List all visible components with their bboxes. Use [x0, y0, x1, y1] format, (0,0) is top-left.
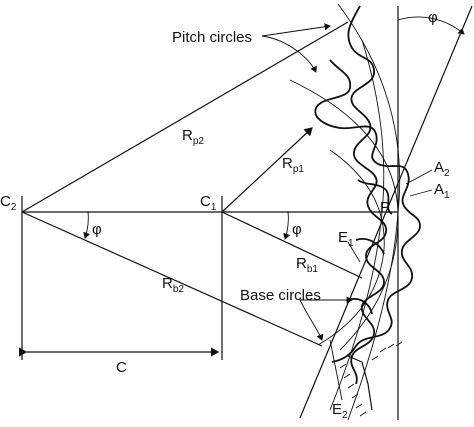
a2-leader: [405, 169, 433, 185]
radius-rb1: [221, 211, 363, 279]
a2-label: A2: [434, 159, 450, 179]
phi-arc-top: [397, 16, 465, 35]
rp1-label: Rp1: [282, 155, 304, 175]
pitch-point-label: P: [380, 199, 390, 216]
phi-left-label: φ: [92, 221, 102, 238]
pitch-circles-label: Pitch circles: [172, 29, 252, 46]
rb2-label: Rb2: [162, 275, 184, 295]
base-leader-2: [299, 299, 324, 341]
c1-label: C1: [200, 193, 217, 213]
phi-arc-mid: [283, 210, 291, 240]
pitch-leader-2: [261, 35, 317, 73]
pitch-circle-gear1: [289, 79, 399, 351]
e2-leader: [329, 339, 343, 401]
base-circle-gear2: [329, 39, 385, 411]
rack-outline: [347, 355, 373, 411]
line-of-action: [299, 5, 473, 419]
rb1-label: Rb1: [296, 255, 318, 275]
phi-mid-label: φ: [292, 221, 302, 238]
radius-rp1: [221, 127, 313, 213]
e1-leader: [347, 241, 361, 263]
center-distance-label: C: [116, 359, 127, 376]
radius-rp2: [21, 21, 349, 213]
a1-label: A1: [434, 181, 450, 201]
hatching: [339, 341, 403, 417]
base-circles-label: Base circles: [240, 287, 321, 304]
base-circle-gear1: [317, 149, 385, 346]
phi-arc-left: [83, 210, 91, 239]
a1-leader: [409, 189, 433, 197]
pitch-leader-1: [261, 23, 331, 37]
e2-label: E2: [332, 401, 348, 421]
radius-rb2: [21, 211, 323, 347]
rp2-label: Rp2: [182, 127, 204, 147]
phi-top-label: φ: [428, 9, 438, 26]
c2-label: C2: [0, 193, 17, 213]
gear1-tooth-profile: [314, 59, 421, 363]
gear2-tooth-profile: [347, 5, 387, 385]
e1-label: E1: [338, 229, 354, 249]
